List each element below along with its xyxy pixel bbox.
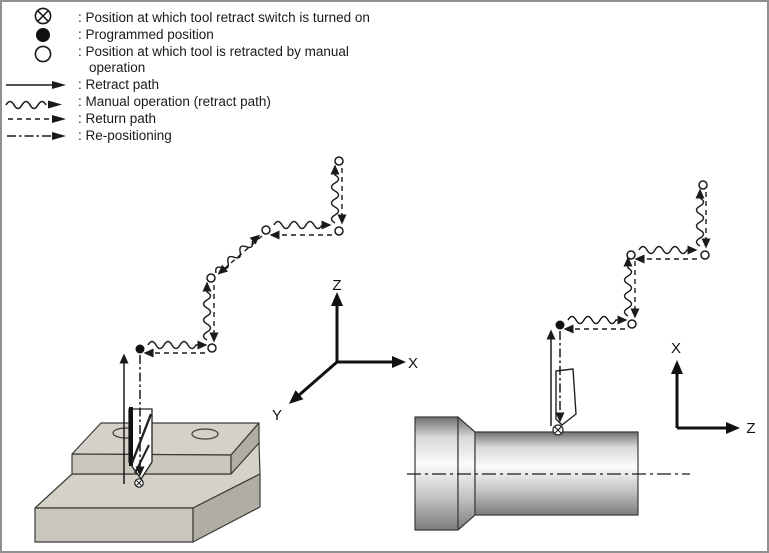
axis-label-y: Y (272, 407, 282, 424)
manual-operation-path-icon (5, 100, 62, 110)
axis-label-z: Z (332, 277, 341, 294)
legend-label: : Return path (78, 111, 157, 126)
manual-retract-position-icon (34, 45, 52, 63)
programmed-position-marker (135, 344, 145, 354)
lathe-diagram: X Z (407, 180, 756, 531)
axis-label-x: X (671, 340, 681, 357)
return-paths (143, 168, 347, 358)
programmed-position-marker (555, 320, 565, 330)
legend-label: : Programmed position (78, 27, 214, 42)
legend-label: : Re-positioning (78, 128, 172, 143)
re-positioning-path-icon (7, 132, 66, 140)
workpiece-hole (191, 428, 219, 440)
legend-label: : Position at which tool is retracted by… (78, 44, 349, 59)
legend-label: : Manual operation (retract path) (78, 94, 271, 109)
return-paths (563, 192, 711, 334)
retract-switch-on-position-marker (552, 424, 564, 436)
lathe-axes: X Z (671, 340, 756, 437)
manual-retract-paths (147, 164, 340, 350)
milling-diagram: Z X Y (34, 156, 418, 543)
manual-retract-position-markers (206, 156, 344, 353)
axis-label-x: X (408, 355, 418, 372)
legend-label-continuation: operation (89, 60, 146, 75)
milling-workpiece-block (34, 422, 261, 543)
retract-path-icon (6, 81, 66, 89)
retract-switch-on-position-icon (34, 7, 52, 25)
axis-label-z: Z (746, 420, 755, 437)
return-path-icon (8, 115, 66, 123)
manual-retract-position-markers (626, 180, 710, 329)
programmed-position-icon (36, 28, 50, 42)
legend-label: : Position at which tool retract switch … (78, 10, 370, 25)
legend-label: : Retract path (78, 77, 160, 92)
manual-retract-paths (567, 188, 705, 325)
turning-tool-icon (555, 368, 577, 426)
milling-axes: Z X Y (272, 277, 418, 424)
